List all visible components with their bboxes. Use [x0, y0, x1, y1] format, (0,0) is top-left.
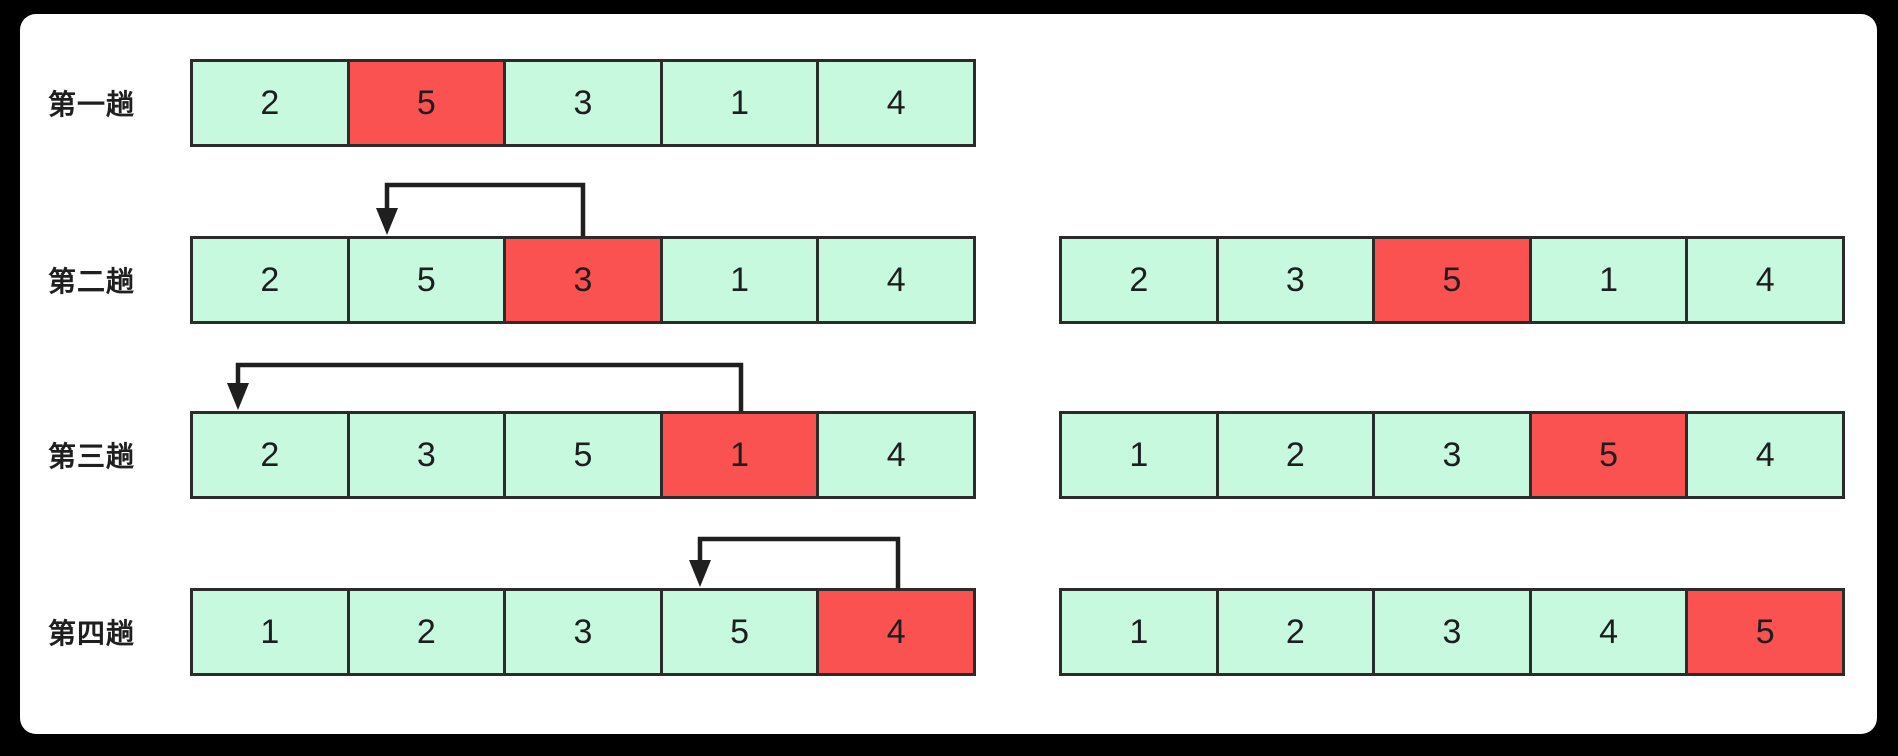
array-cell: 2	[193, 62, 347, 144]
array-cell: 1	[659, 62, 817, 144]
array-cell: 5	[1528, 414, 1686, 496]
pass-4-array-after: 1 2 3 4 5	[1059, 588, 1845, 676]
array-cell: 5	[1685, 591, 1842, 673]
array-cell: 5	[659, 591, 817, 673]
array-cell: 2	[193, 239, 347, 321]
array-cell: 2	[346, 591, 504, 673]
array-cell: 3	[1215, 239, 1373, 321]
array-cell: 2	[1062, 239, 1216, 321]
array-cell: 5	[346, 239, 504, 321]
array-cell: 4	[816, 591, 973, 673]
array-cell: 3	[503, 239, 660, 321]
array-cell: 2	[1215, 414, 1373, 496]
array-cell: 5	[1372, 239, 1529, 321]
array-cell: 2	[1215, 591, 1373, 673]
pass-2-array-before: 2 5 3 1 4	[190, 236, 976, 324]
pass-4-array-before: 1 2 3 5 4	[190, 588, 976, 676]
array-cell: 3	[346, 414, 504, 496]
array-cell: 4	[816, 239, 973, 321]
pass-2-label: 第二趟	[48, 266, 136, 297]
array-cell: 1	[659, 414, 817, 496]
pass-3-array-before: 2 3 5 1 4	[190, 411, 976, 499]
array-cell: 1	[1528, 239, 1686, 321]
array-cell: 1	[1062, 414, 1216, 496]
pass-1-array-before: 2 5 3 1 4	[190, 59, 976, 147]
pass-3-label: 第三趟	[48, 441, 136, 472]
array-cell: 1	[193, 591, 347, 673]
array-cell: 5	[346, 62, 504, 144]
array-cell: 3	[1372, 414, 1529, 496]
array-cell: 3	[503, 62, 660, 144]
pass-4-label: 第四趟	[48, 618, 136, 649]
array-cell: 4	[816, 62, 973, 144]
array-cell: 4	[816, 414, 973, 496]
array-cell: 4	[1685, 414, 1842, 496]
array-cell: 3	[503, 591, 660, 673]
pass-2-array-after: 2 3 5 1 4	[1059, 236, 1845, 324]
array-cell: 3	[1372, 591, 1529, 673]
array-cell: 4	[1528, 591, 1686, 673]
pass-1-label: 第一趟	[48, 89, 136, 120]
array-cell: 2	[193, 414, 347, 496]
pass-3-array-after: 1 2 3 5 4	[1059, 411, 1845, 499]
array-cell: 4	[1685, 239, 1842, 321]
array-cell: 1	[1062, 591, 1216, 673]
array-cell: 5	[503, 414, 660, 496]
array-cell: 1	[659, 239, 817, 321]
